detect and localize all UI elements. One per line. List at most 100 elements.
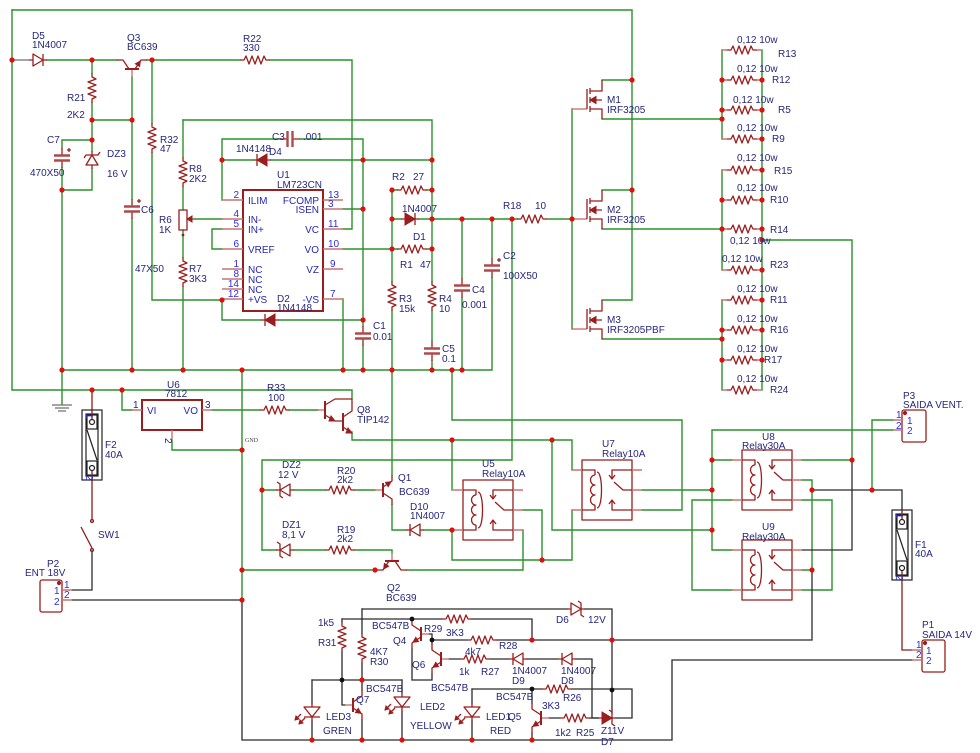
junction bbox=[449, 367, 455, 373]
junction bbox=[719, 77, 725, 83]
junction bbox=[219, 297, 225, 303]
junction bbox=[549, 437, 555, 443]
resistor-icon bbox=[559, 713, 591, 723]
junction bbox=[59, 187, 65, 193]
pin1-marker bbox=[922, 640, 928, 646]
resistor-icon bbox=[427, 280, 437, 312]
junction bbox=[129, 367, 135, 373]
resistor-r11-icon bbox=[726, 295, 758, 305]
junction bbox=[719, 107, 725, 113]
fuse-icon bbox=[891, 509, 913, 581]
resistor-r16-icon bbox=[726, 325, 758, 335]
transistor-q2 bbox=[376, 552, 408, 571]
r26-ref: R26 bbox=[563, 693, 582, 704]
switch-contact bbox=[89, 518, 95, 524]
u1-pin-name: NC bbox=[248, 275, 262, 286]
connector-pin-labels: 1 2 1 2 1 2 1 2 1 2 1 2 1 2 1 2 bbox=[54, 410, 932, 667]
d2-ref: D2 bbox=[277, 294, 290, 305]
led-icon bbox=[294, 702, 321, 725]
ic-pins bbox=[222, 199, 343, 300]
led-icon bbox=[384, 692, 411, 715]
switch-blade-icon bbox=[80, 526, 93, 549]
mosfet-icon bbox=[571, 79, 603, 120]
junction bbox=[239, 597, 245, 603]
junction bbox=[759, 327, 765, 333]
r23-value: 0,12 10w bbox=[722, 254, 763, 265]
resistor-r10-icon bbox=[726, 195, 758, 205]
p2-ref: P2 bbox=[47, 559, 60, 570]
r32-ref: R32 bbox=[160, 135, 179, 146]
d6-ref: D6 bbox=[556, 615, 569, 626]
junction bbox=[459, 367, 465, 373]
resistor-r3 bbox=[387, 280, 397, 312]
junction bbox=[759, 167, 765, 173]
led2-ref: LED2 bbox=[420, 702, 445, 713]
d6-value: 12V bbox=[588, 615, 606, 626]
dz1-value: 8,1 V bbox=[282, 530, 306, 541]
r6-ref: R6 bbox=[159, 215, 172, 226]
fuse-f1 bbox=[891, 509, 913, 581]
r31-value: 1k5 bbox=[318, 618, 335, 629]
c1-value: 0.01 bbox=[373, 332, 393, 343]
junction bbox=[759, 297, 765, 303]
r24-ref: R24 bbox=[770, 385, 789, 396]
ground-symbol bbox=[52, 404, 72, 412]
junction bbox=[629, 187, 635, 193]
resistor-icon bbox=[178, 256, 188, 288]
r17-value: 0,12 10w bbox=[737, 344, 778, 355]
resistor-icon bbox=[396, 244, 428, 254]
u6-ref: U6 bbox=[167, 380, 180, 391]
r32-value: 47 bbox=[160, 144, 172, 155]
junction bbox=[709, 457, 715, 463]
wire bbox=[261, 218, 513, 551]
led3-value: GREN bbox=[323, 726, 352, 737]
c2-value: 100X50 bbox=[503, 271, 538, 282]
r27-ref: R27 bbox=[481, 667, 500, 678]
c3-value: .001 bbox=[303, 132, 323, 143]
m1-value: IRF3205 bbox=[607, 105, 646, 116]
diode-icon bbox=[260, 313, 280, 327]
transistor-q1 bbox=[374, 474, 393, 506]
f1-pin-number: 1 bbox=[893, 513, 904, 519]
zener-diode-icon bbox=[275, 481, 295, 499]
fuse-f2 bbox=[81, 409, 103, 481]
junction bbox=[759, 77, 765, 83]
resistor-r7 bbox=[178, 256, 188, 288]
npn-transistor-icon bbox=[374, 474, 393, 506]
u6-pin-name: VO bbox=[184, 406, 199, 417]
mosfet-m1 bbox=[571, 79, 603, 120]
junction bbox=[239, 367, 245, 373]
r14-value: 0,12 10w bbox=[730, 236, 771, 247]
zener-diode-icon bbox=[275, 541, 295, 559]
wire bbox=[721, 49, 763, 391]
wire bbox=[182, 119, 433, 282]
resistor-icon bbox=[239, 55, 271, 65]
junction bbox=[89, 137, 95, 143]
resistor-icon bbox=[87, 72, 97, 104]
wire bbox=[11, 9, 353, 400]
m1-ref: M1 bbox=[607, 95, 621, 106]
wire bbox=[221, 299, 364, 321]
resistor-r22 bbox=[239, 55, 271, 65]
r10-ref: R10 bbox=[770, 195, 789, 206]
components bbox=[28, 45, 946, 734]
junction bbox=[259, 487, 265, 493]
relay-u9 bbox=[731, 539, 803, 601]
resistor-icon bbox=[466, 635, 498, 645]
r25-ref: R25 bbox=[576, 728, 595, 739]
dz2-ref: DZ2 bbox=[282, 460, 301, 471]
resistor-icon bbox=[337, 621, 347, 653]
r18-ref: R18 bbox=[503, 201, 522, 212]
r10-value: 0,12 10w bbox=[737, 183, 778, 194]
u7-ref: U7 bbox=[602, 439, 615, 450]
resistor-r33 bbox=[259, 405, 291, 415]
resistor-r30 bbox=[357, 632, 367, 664]
junction bbox=[759, 357, 765, 363]
led1-value: RED bbox=[490, 726, 511, 737]
resistor-icon bbox=[441, 614, 473, 624]
zener-d7 bbox=[597, 709, 617, 727]
wire bbox=[341, 618, 533, 641]
wire bbox=[211, 228, 223, 250]
junction bbox=[569, 216, 575, 222]
